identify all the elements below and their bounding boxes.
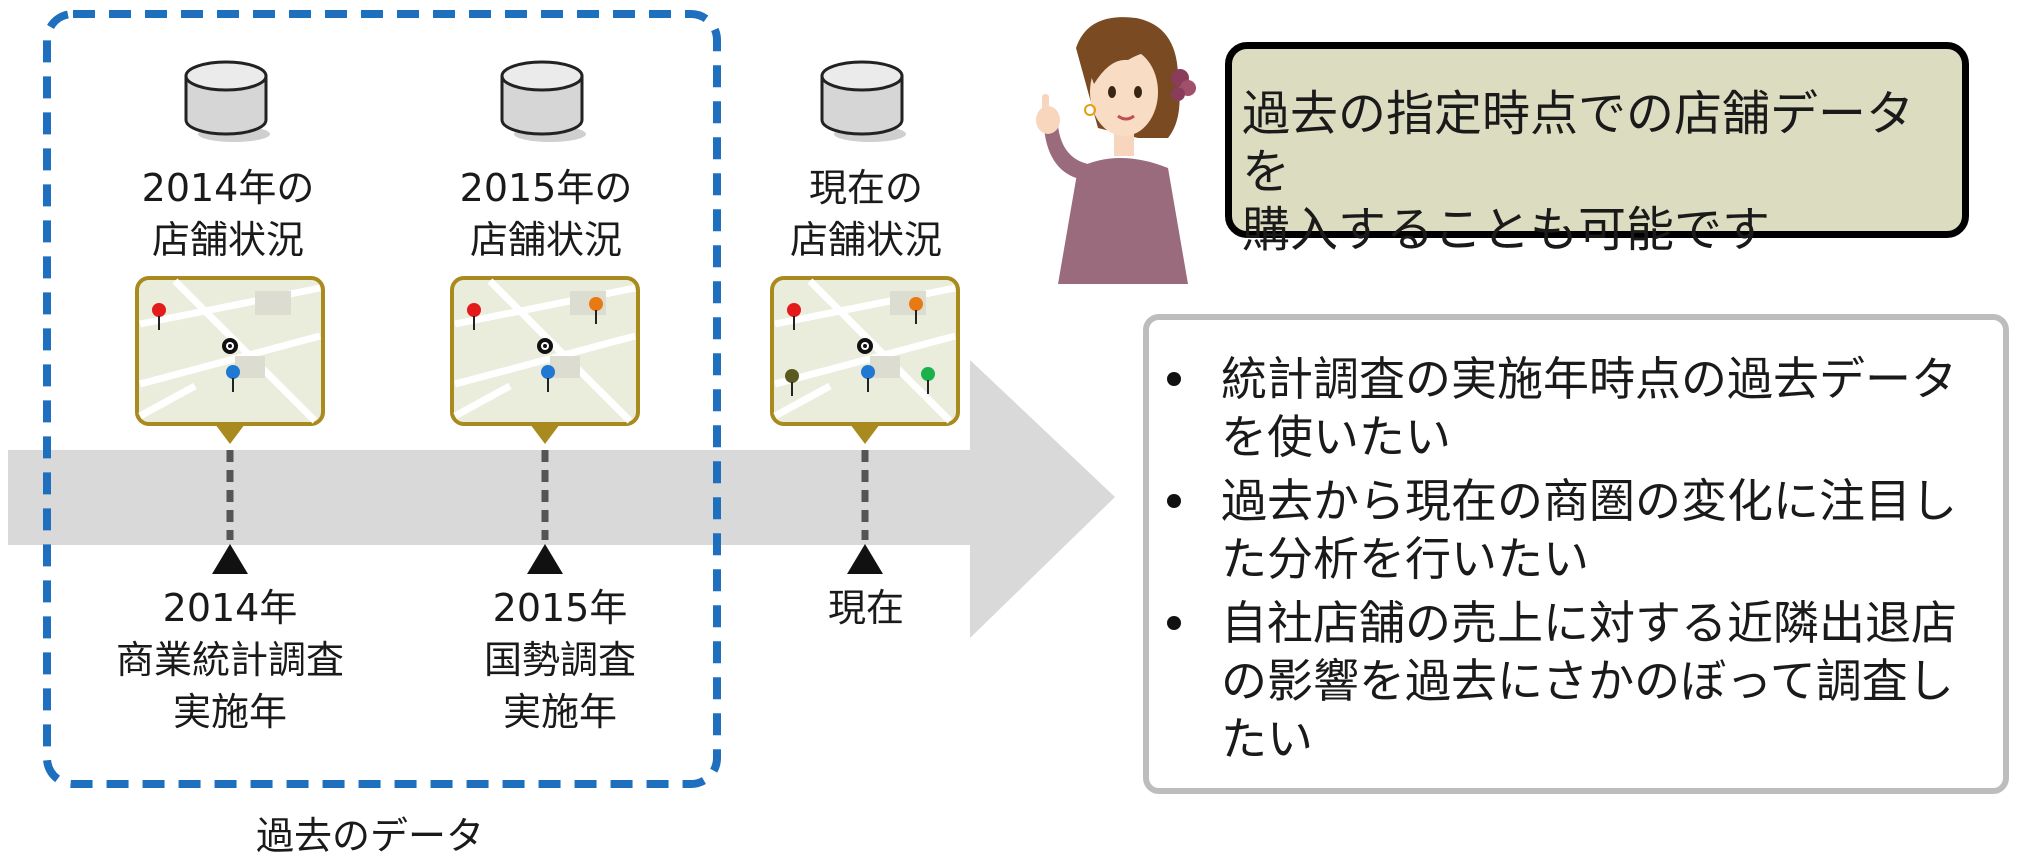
use-case-list: 統計調査の実施年時点の過去データ を使いたい 過去から現在の商圏の変化に注目し …: [1149, 350, 1983, 768]
event-suffix: 実施年: [502, 690, 617, 734]
connector: [847, 450, 883, 574]
event-year: 2014年: [162, 586, 298, 630]
event-name: 商業統計調査: [115, 638, 344, 682]
list-item-line: たい: [1221, 712, 1313, 766]
snapshot-title: 現在の: [808, 166, 923, 210]
bullet-icon: [1167, 372, 1181, 386]
event-name: 国勢調査: [483, 638, 636, 682]
list-item-line: の影響を過去にさかのぼって調査し: [1221, 654, 1954, 708]
map-thumbnail: [450, 276, 640, 444]
list-item: 統計調査の実施年時点の過去データ を使いたい: [1149, 350, 1983, 466]
snapshot-subtitle: 店舗状況: [151, 218, 304, 262]
map-thumbnail: [770, 276, 960, 444]
snapshot-subtitle: 店舗状況: [469, 218, 622, 262]
list-item: 過去から現在の商圏の変化に注目し た分析を行いたい: [1149, 472, 1983, 588]
snapshot-subtitle: 店舗状況: [789, 218, 942, 262]
callout-line-1: 過去の指定時点での店舗データを: [1242, 86, 1915, 200]
event-year: 2015年: [492, 586, 628, 630]
list-item-line: 過去から現在の商圏の変化に注目し: [1221, 474, 1957, 528]
list-item-line: を使いたい: [1221, 410, 1451, 464]
list-item: 自社店舗の売上に対する近隣出退店 の影響を過去にさかのぼって調査し たい: [1149, 594, 1983, 768]
presenter-illustration: [1036, 17, 1196, 284]
list-item-line: 自社店舗の売上に対する近隣出退店: [1221, 596, 1957, 650]
event-suffix: 実施年: [172, 690, 287, 734]
list-item-line: 統計調査の実施年時点の過去データ: [1221, 352, 1957, 406]
past-data-caption: 過去のデータ: [255, 814, 484, 858]
snapshot-title: 2015年の: [459, 166, 633, 210]
bullet-icon: [1167, 616, 1181, 630]
event-year: 現在: [827, 586, 904, 630]
database-icon: [500, 60, 586, 142]
database-icon: [184, 60, 270, 142]
callout-line-2: 購入することも可能です: [1242, 202, 1771, 258]
map-thumbnail: [135, 276, 325, 444]
connector: [212, 450, 248, 574]
bullet-icon: [1167, 494, 1181, 508]
connector: [527, 450, 563, 574]
list-item-line: た分析を行いたい: [1221, 532, 1589, 586]
database-icon: [820, 60, 906, 142]
snapshot-title: 2014年の: [141, 166, 315, 210]
use-cases-box: 統計調査の実施年時点の過去データ を使いたい 過去から現在の商圏の変化に注目し …: [1143, 314, 2009, 794]
callout-box: 過去の指定時点での店舗データを 購入することも可能です: [1225, 42, 1969, 258]
